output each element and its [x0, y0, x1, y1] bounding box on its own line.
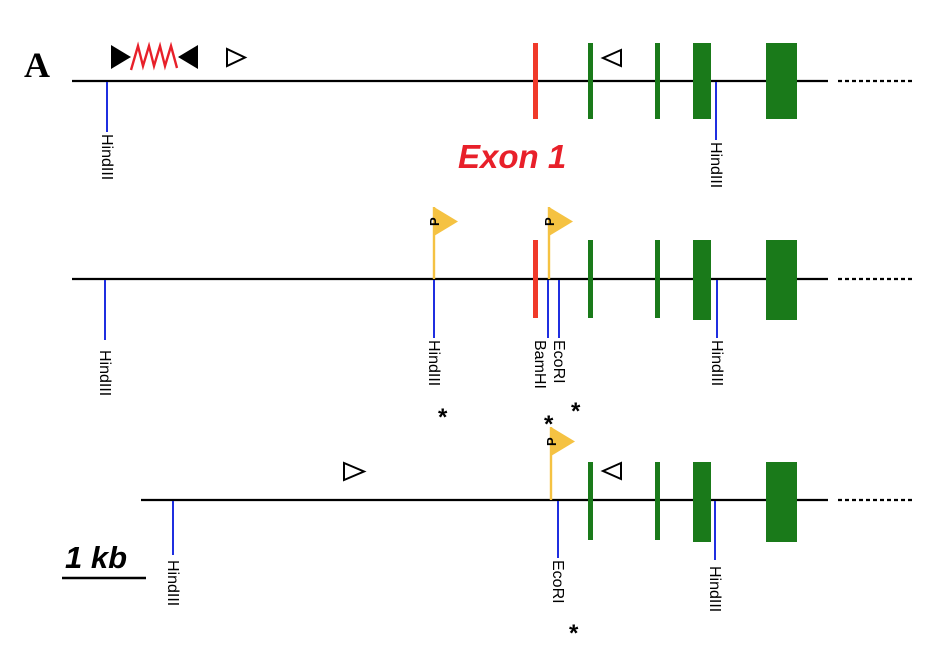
scale-bar-label: 1 kb: [65, 540, 127, 575]
asterisk-mark: *: [571, 398, 581, 425]
site-label-ecori: EcoRI: [550, 340, 567, 384]
open-triangle-icon: [600, 461, 622, 481]
exon-bar: [693, 43, 711, 119]
exon-bar: [655, 462, 660, 540]
panel-label: A: [24, 45, 50, 85]
exon-bar: [588, 43, 593, 119]
flag-icon: P: [544, 427, 575, 500]
track-3: P HindIII EcoRI * HindIII: [141, 427, 912, 645]
exon-bar: [655, 43, 660, 119]
open-triangle-icon: [226, 47, 248, 68]
exon-bar: [693, 462, 711, 542]
flag-icon: P: [427, 207, 458, 279]
asterisk-mark: *: [569, 620, 579, 645]
exon-bar: [655, 240, 660, 318]
zigzag-icon: [129, 41, 179, 71]
exon-bar: [766, 43, 797, 119]
exon-bar: [588, 240, 593, 318]
site-label-hindiii: HindIII: [707, 142, 724, 188]
track-2: P P HindIII HindIII * BamHI * EcoRI * Hi…: [72, 207, 912, 438]
open-triangle-icon: [600, 48, 622, 68]
exon-1-bar: [533, 240, 538, 318]
site-label-hindiii: HindIII: [706, 566, 723, 612]
svg-text:P: P: [544, 437, 559, 446]
site-label-hindiii: HindIII: [98, 134, 115, 180]
svg-text:P: P: [427, 217, 442, 226]
asterisk-mark: *: [544, 411, 554, 438]
open-triangle-icon: [343, 461, 367, 482]
site-label-bamhi: BamHI: [531, 340, 548, 389]
exon-bar: [693, 240, 711, 320]
site-label-hindiii: HindIII: [425, 340, 442, 386]
filled-triangle-icon: [111, 45, 131, 69]
exon-bar: [766, 462, 797, 542]
exon-bar: [588, 462, 593, 540]
exon-bar: [766, 240, 797, 320]
site-label-hindiii: HindIII: [164, 560, 181, 606]
filled-triangle-icon: [178, 45, 198, 69]
site-label-ecori: EcoRI: [549, 560, 566, 604]
exon-1-bar: [533, 43, 538, 119]
site-label-hindiii: HindIII: [708, 340, 725, 386]
exon-1-label: Exon 1: [458, 138, 566, 175]
track-1: HindIII HindIII: [72, 41, 912, 188]
svg-text:P: P: [542, 217, 557, 226]
asterisk-mark: *: [438, 404, 448, 431]
flag-icon: P: [542, 207, 573, 279]
site-label-hindiii: HindIII: [96, 350, 113, 396]
